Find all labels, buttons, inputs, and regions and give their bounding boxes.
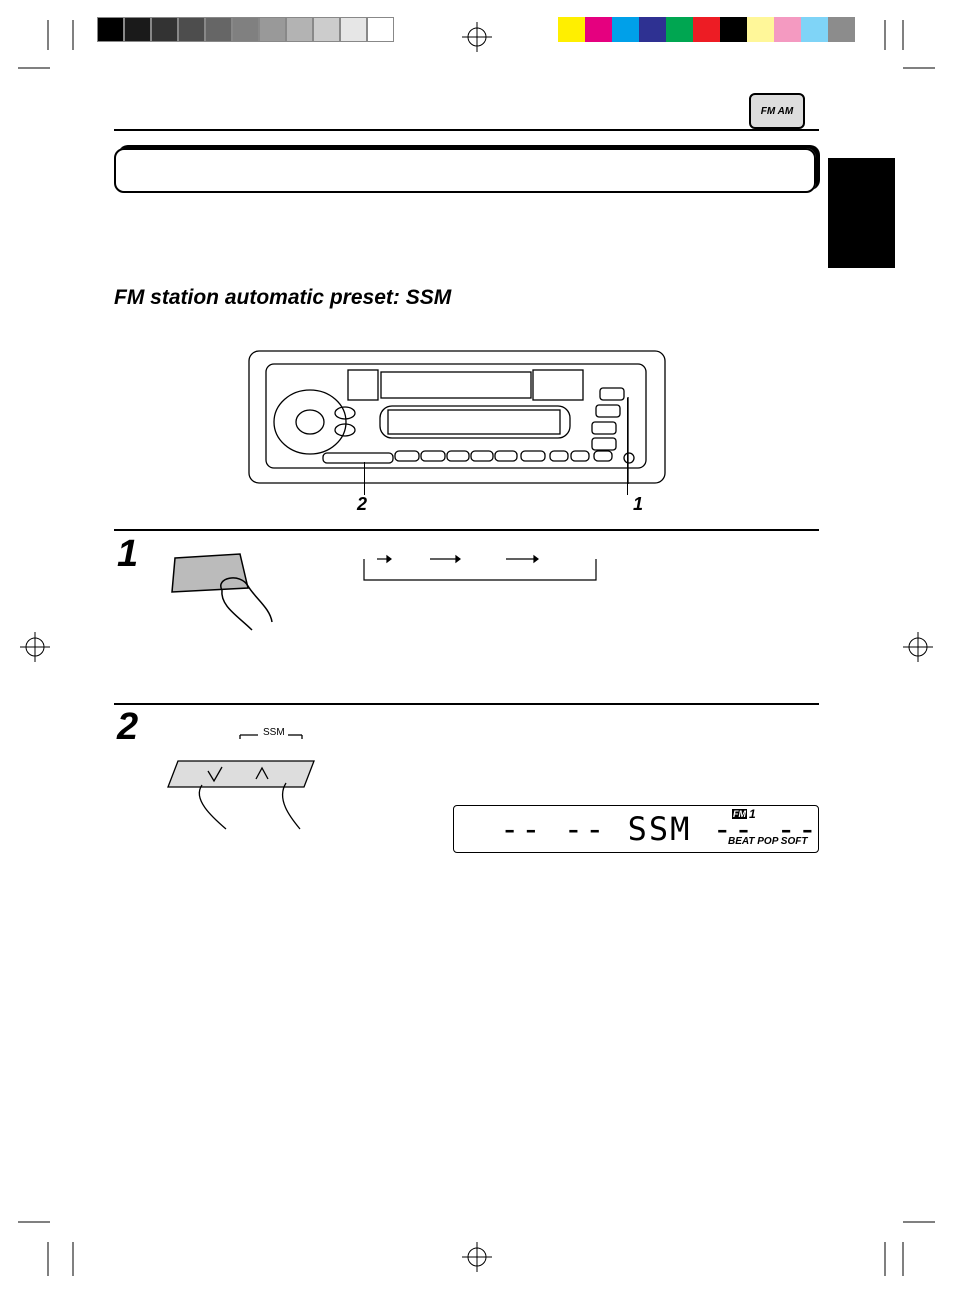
- gray-swatch: [367, 17, 394, 42]
- header-rule: [114, 129, 819, 131]
- color-swatch: [720, 17, 747, 42]
- registration-target-top: [462, 22, 492, 52]
- color-swatch: [585, 17, 612, 42]
- fm-am-badge-icon: FM AM: [749, 93, 805, 129]
- color-swatch: [558, 17, 585, 42]
- registration-target-bottom: [462, 1242, 492, 1272]
- band-cycle-diagram: [363, 554, 597, 581]
- callout-2: 2: [357, 494, 368, 514]
- color-swatch: [774, 17, 801, 42]
- display-band: FM: [732, 809, 747, 819]
- color-swatch: [747, 17, 774, 42]
- color-swatch: [801, 17, 828, 42]
- display-main-text: -- -- SSM -- --: [500, 810, 819, 848]
- registration-target-right: [903, 632, 933, 662]
- car-stereo-illustration: [248, 350, 666, 484]
- gray-swatch: [97, 17, 124, 42]
- step1-rule: [114, 529, 819, 531]
- section-heading: FM station automatic preset: SSM: [114, 286, 452, 309]
- step1-number: 1: [117, 533, 139, 575]
- ssm-label: SSM: [263, 727, 285, 738]
- title-box: [114, 148, 816, 193]
- gray-swatch: [178, 17, 205, 42]
- color-swatch: [693, 17, 720, 42]
- finger-pressing-button-icon: [171, 553, 273, 631]
- gray-swatch: [340, 17, 367, 42]
- seek-buttons-illustration: [167, 734, 315, 830]
- color-swatch: [828, 17, 855, 42]
- display-modes: BEAT POP SOFT: [728, 836, 808, 847]
- badge-label: FM AM: [760, 105, 794, 117]
- color-swatch: [639, 17, 666, 42]
- lcd-display: -- -- SSM -- -- FM 1 BEAT POP SOFT: [453, 805, 819, 853]
- gray-swatch: [259, 17, 286, 42]
- display-band-number: 1: [749, 807, 756, 821]
- color-swatch: [612, 17, 639, 42]
- gray-swatch: [286, 17, 313, 42]
- gray-swatch: [232, 17, 259, 42]
- callout-line-1: [627, 398, 628, 495]
- step2-rule: [114, 703, 819, 705]
- callout-line-2: [364, 462, 365, 495]
- language-tab: [828, 158, 895, 268]
- color-swatch: [666, 17, 693, 42]
- step2-number: 2: [117, 706, 139, 748]
- registration-target-left: [20, 632, 50, 662]
- callout-1: 1: [633, 494, 644, 514]
- gray-swatch: [313, 17, 340, 42]
- gray-swatch: [151, 17, 178, 42]
- gray-swatch: [205, 17, 232, 42]
- gray-swatch: [124, 17, 151, 42]
